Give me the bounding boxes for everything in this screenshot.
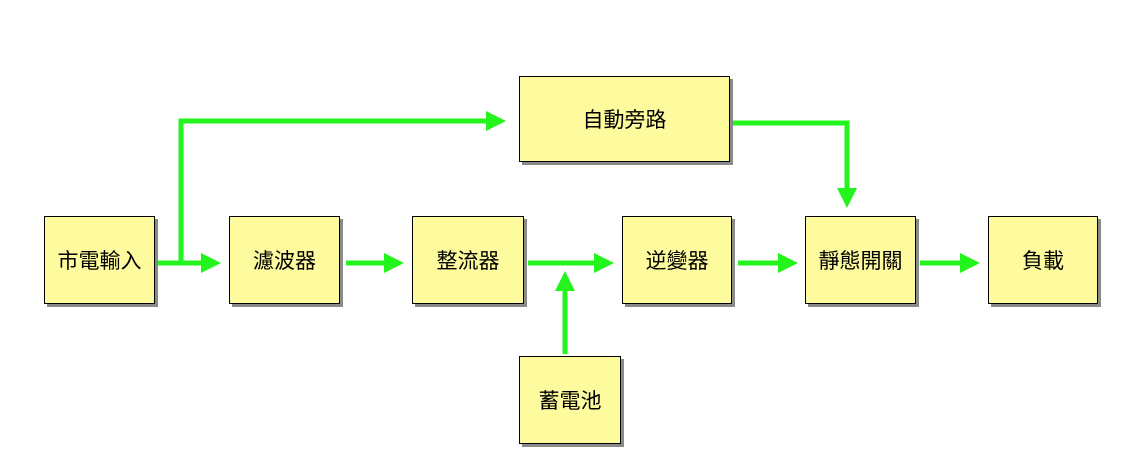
block-load-label: 負載 bbox=[1022, 249, 1064, 273]
block-inverter: 逆變器 bbox=[622, 216, 732, 304]
block-static-switch: 靜態開關 bbox=[805, 216, 916, 304]
block-battery: 蓄電池 bbox=[519, 356, 621, 444]
block-bypass: 自動旁路 bbox=[519, 76, 730, 162]
block-battery-label: 蓄電池 bbox=[538, 389, 602, 413]
block-static-switch-label: 靜態開關 bbox=[818, 249, 903, 273]
block-rectifier-label: 整流器 bbox=[436, 249, 500, 273]
block-filter: 濾波器 bbox=[229, 216, 340, 304]
arrow-mains-to-bypass bbox=[178, 111, 506, 263]
arrow-bypass-to-static-switch bbox=[731, 120, 857, 208]
block-bypass-label: 自動旁路 bbox=[582, 108, 667, 132]
block-inverter-label: 逆變器 bbox=[645, 249, 709, 273]
block-load: 負載 bbox=[988, 216, 1098, 304]
block-mains-input-label: 市電輸入 bbox=[57, 249, 142, 273]
block-mains-input: 市電輸入 bbox=[44, 216, 155, 304]
block-rectifier: 整流器 bbox=[412, 216, 524, 304]
block-filter-label: 濾波器 bbox=[253, 249, 316, 273]
